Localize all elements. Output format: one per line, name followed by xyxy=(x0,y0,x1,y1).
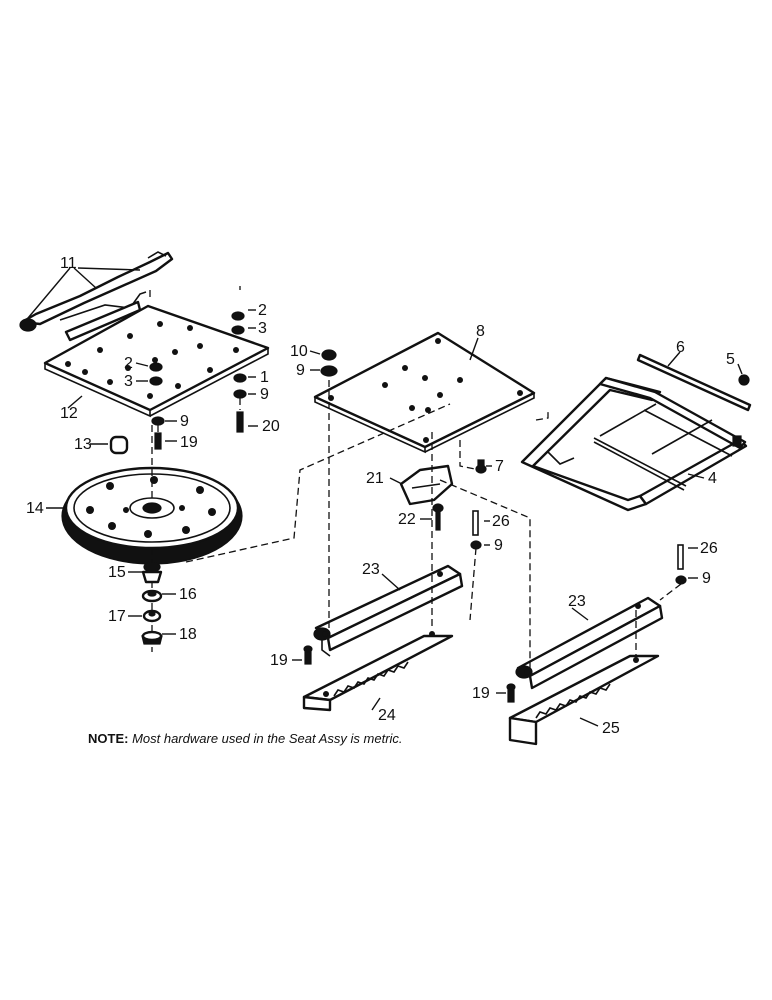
bracket-part-21 xyxy=(399,464,454,531)
seat-plate-part-12 xyxy=(43,304,270,418)
callout-20: 20 xyxy=(262,418,280,435)
callout-21: 21 xyxy=(366,470,384,487)
note-text: Most hardware used in the Seat Assy is m… xyxy=(128,731,402,746)
callout-4: 4 xyxy=(708,470,717,487)
callout-2: 2 xyxy=(258,302,267,319)
callout-7: 7 xyxy=(495,458,504,475)
slide-rail-left-part-23 xyxy=(313,564,464,657)
callout-16: 16 xyxy=(179,586,197,603)
callout-9: 9 xyxy=(494,537,503,554)
callout-24: 24 xyxy=(378,707,396,724)
pivot-hardware-parts-15-18 xyxy=(141,548,163,652)
assembly-dashed-lines xyxy=(149,286,682,668)
callout-6: 6 xyxy=(676,339,685,356)
swivel-disc-part-14 xyxy=(61,425,243,565)
callout-3: 3 xyxy=(258,320,267,337)
callout-13: 13 xyxy=(74,436,92,453)
callout-9: 9 xyxy=(702,570,711,587)
callout-12: 12 xyxy=(60,405,78,422)
note-prefix: NOTE: xyxy=(88,731,128,746)
callout-18: 18 xyxy=(179,626,197,643)
callout-23: 23 xyxy=(362,561,380,578)
callout-25: 25 xyxy=(602,720,620,737)
right-hardware-stack xyxy=(231,311,247,433)
callout-14: 14 xyxy=(26,500,44,517)
rod-part-6 xyxy=(636,353,752,412)
slide-rail-hardware xyxy=(303,510,687,703)
slide-rail-right-part-23 xyxy=(515,596,664,690)
cap-part-13 xyxy=(109,435,129,455)
plate8-hardware xyxy=(320,349,487,474)
callout-22: 22 xyxy=(398,511,416,528)
callout-3: 3 xyxy=(124,373,133,390)
callout-19: 19 xyxy=(270,652,288,669)
callout-9: 9 xyxy=(260,386,269,403)
callout-8: 8 xyxy=(476,323,485,340)
callout-9: 9 xyxy=(296,362,305,379)
callout-23: 23 xyxy=(568,593,586,610)
callout-19: 19 xyxy=(472,685,490,702)
callout-26: 26 xyxy=(700,540,718,557)
seat-frame-part-4 xyxy=(520,376,748,512)
callout-2: 2 xyxy=(124,355,133,372)
slide-bracket-part-24 xyxy=(302,631,454,712)
callout-5: 5 xyxy=(726,351,735,368)
callout-1: 1 xyxy=(260,369,269,386)
callout-10: 10 xyxy=(290,343,308,360)
slide-bracket-part-25 xyxy=(508,654,660,746)
callout-17: 17 xyxy=(108,608,126,625)
callout-11: 11 xyxy=(60,255,77,272)
callout-leaders xyxy=(27,267,743,727)
metric-hardware-note: NOTE: Most hardware used in the Seat Ass… xyxy=(88,731,403,746)
callout-labels: 11 2 3 2 3 1 9 20 9 19 13 12 14 15 16 17… xyxy=(26,255,735,737)
callout-15: 15 xyxy=(108,564,126,581)
callout-9: 9 xyxy=(180,413,189,430)
callout-19: 19 xyxy=(180,434,198,451)
callout-26: 26 xyxy=(492,513,510,530)
center-hardware-stack xyxy=(149,362,165,450)
slide-mounting-plate-part-8 xyxy=(313,331,536,454)
